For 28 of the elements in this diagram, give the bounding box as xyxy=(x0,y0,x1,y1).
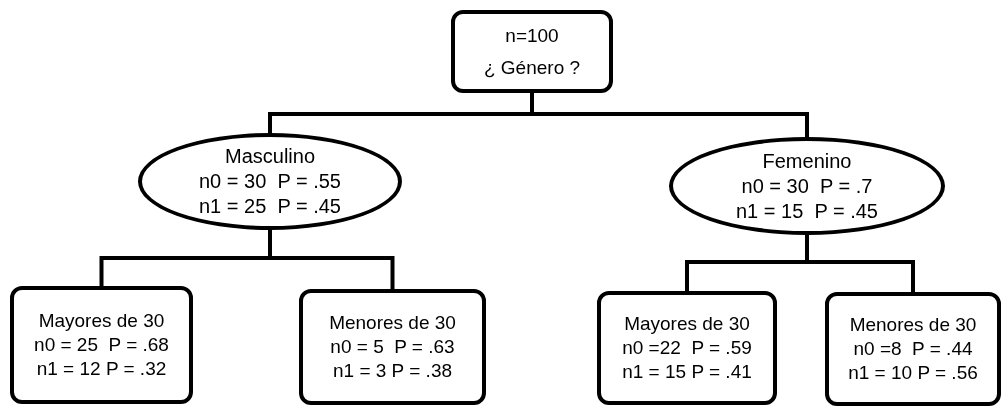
connector-line xyxy=(268,230,395,289)
node-text: n0 = 30 P = .55 xyxy=(199,169,341,194)
connector-line xyxy=(805,235,915,292)
node-text: ¿ Género ? xyxy=(483,55,581,80)
node-text: n1 = 12 P = .32 xyxy=(36,356,167,381)
leaf-box xyxy=(299,289,486,405)
node-text: Masculino xyxy=(224,144,315,169)
root-box xyxy=(451,10,613,93)
leaf-box xyxy=(825,292,1001,406)
node-text: n1 = 25 P = .45 xyxy=(199,194,341,219)
node-text: n1 = 15 P = .41 xyxy=(622,359,752,384)
node-text: n1 = 10 P = .56 xyxy=(848,360,978,385)
node-text: Menores de 30 xyxy=(329,311,456,336)
connector-line xyxy=(530,93,809,137)
node-text: n0 = 25 P = .68 xyxy=(34,333,169,357)
node-text: n0 =8 P = .44 xyxy=(853,337,973,361)
node-text: Mayores de 30 xyxy=(624,312,750,337)
node-text: n=100 xyxy=(505,23,559,48)
leaf-box xyxy=(10,286,193,404)
node-text: n0 = 30 P = .7 xyxy=(741,173,873,199)
node-text: n1 = 3 P = .38 xyxy=(333,358,452,383)
node-text: n0 =22 P = .59 xyxy=(622,336,752,360)
node-text: Menores de 30 xyxy=(849,313,977,338)
leaf-box xyxy=(597,291,777,405)
node-text: Mayores de 30 xyxy=(38,309,165,334)
node-text: n0 = 5 P = .63 xyxy=(330,335,455,359)
node-text: n1 = 15 P = .45 xyxy=(736,198,878,224)
node-text: Femenino xyxy=(762,148,852,174)
